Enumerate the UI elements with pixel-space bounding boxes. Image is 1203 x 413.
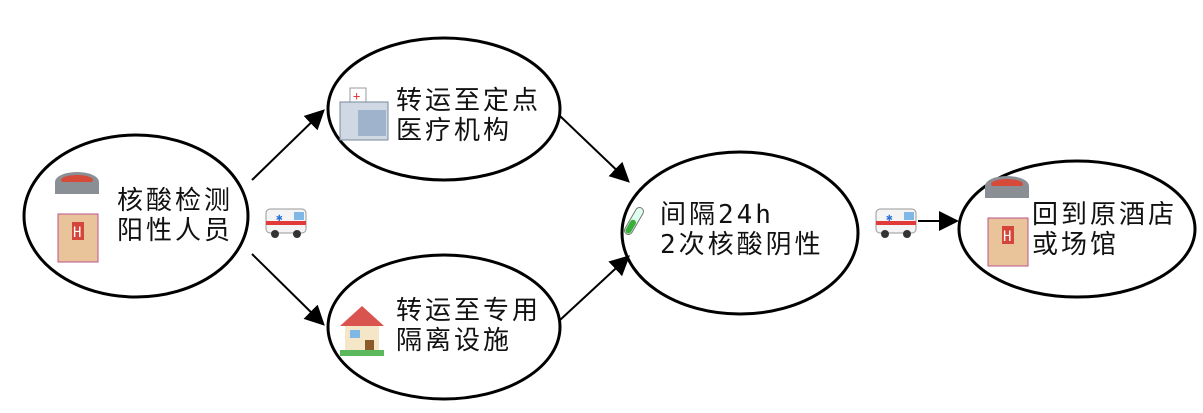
svg-text:H: H <box>73 225 81 241</box>
test-tube-icon <box>623 206 644 236</box>
node-medical-ellipse <box>326 36 562 182</box>
svg-text:H: H <box>1003 229 1011 245</box>
arrow-start-to-medical <box>251 109 325 181</box>
svg-text:✱: ✱ <box>276 211 283 224</box>
hospital-icon: H <box>987 217 1029 267</box>
ambulance-icon: ✱ <box>265 208 307 238</box>
node-start-label: 核酸检测阳性人员 <box>117 186 234 246</box>
node-test-ellipse <box>620 150 860 316</box>
node-isolation-label: 转运至专用隔离设施 <box>396 296 542 356</box>
node-start-ellipse <box>22 133 250 299</box>
arrow-isolation-to-test <box>559 255 630 321</box>
stadium-icon <box>55 172 99 194</box>
node-return-ellipse <box>957 159 1197 299</box>
node-medical-label: 转运至定点医疗机构 <box>396 86 542 146</box>
hospital-building-icon: + <box>339 87 389 141</box>
arrow-medical-to-test <box>559 115 630 183</box>
ambulance-icon: ✱ <box>875 208 917 238</box>
svg-text:+: + <box>353 89 360 103</box>
node-return-label: 回到原酒店或场馆 <box>1032 200 1178 260</box>
house-icon <box>340 306 384 356</box>
stadium-icon <box>985 176 1029 198</box>
node-isolation-ellipse <box>326 253 562 401</box>
arrow-start-to-isolation <box>251 253 325 326</box>
svg-text:✱: ✱ <box>886 211 893 224</box>
hospital-icon: H <box>57 213 99 263</box>
